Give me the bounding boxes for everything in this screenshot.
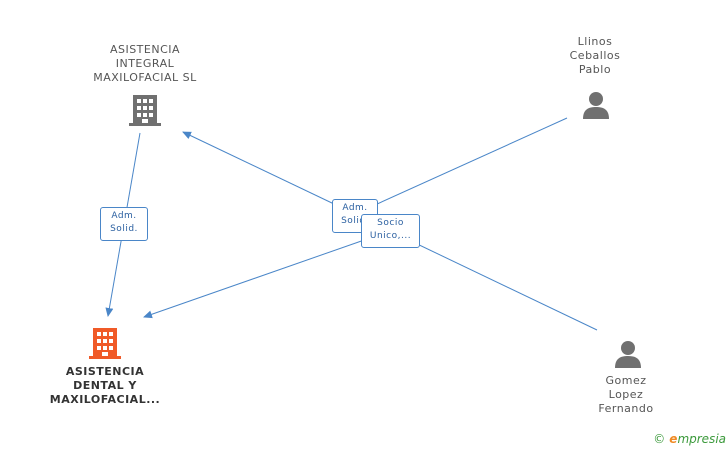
edge-socio-to-dental: [143, 230, 391, 319]
edge-label-integral-dental[interactable]: Adm. Solid.: [100, 207, 148, 241]
edge-label-gomez-socio[interactable]: Socio Unico,...: [361, 214, 420, 248]
brand-logo-e: e: [669, 432, 678, 446]
node-label-gomez[interactable]: Gomez Lopez Fernando: [598, 374, 654, 415]
brand-logo-text: mpresia: [677, 432, 726, 446]
copyright-symbol: ©: [653, 432, 666, 446]
edge-llinos-line: [354, 117, 568, 215]
node-label-llinos[interactable]: Llinos Ceballos Pablo: [569, 35, 621, 76]
edge-gomez-line: [389, 230, 598, 331]
building-icon: [89, 328, 121, 359]
person-icon: [583, 92, 609, 119]
node-label-dental[interactable]: ASISTENCIA DENTAL Y MAXILOFACIAL...: [49, 365, 161, 406]
person-icon: [615, 341, 641, 368]
brand-footer: ©empresia: [653, 432, 726, 446]
node-label-integral[interactable]: ASISTENCIA INTEGRAL MAXILOFACIAL SL: [93, 43, 197, 84]
building-icon: [129, 95, 161, 126]
edge-adm-to-integral: [182, 131, 356, 215]
